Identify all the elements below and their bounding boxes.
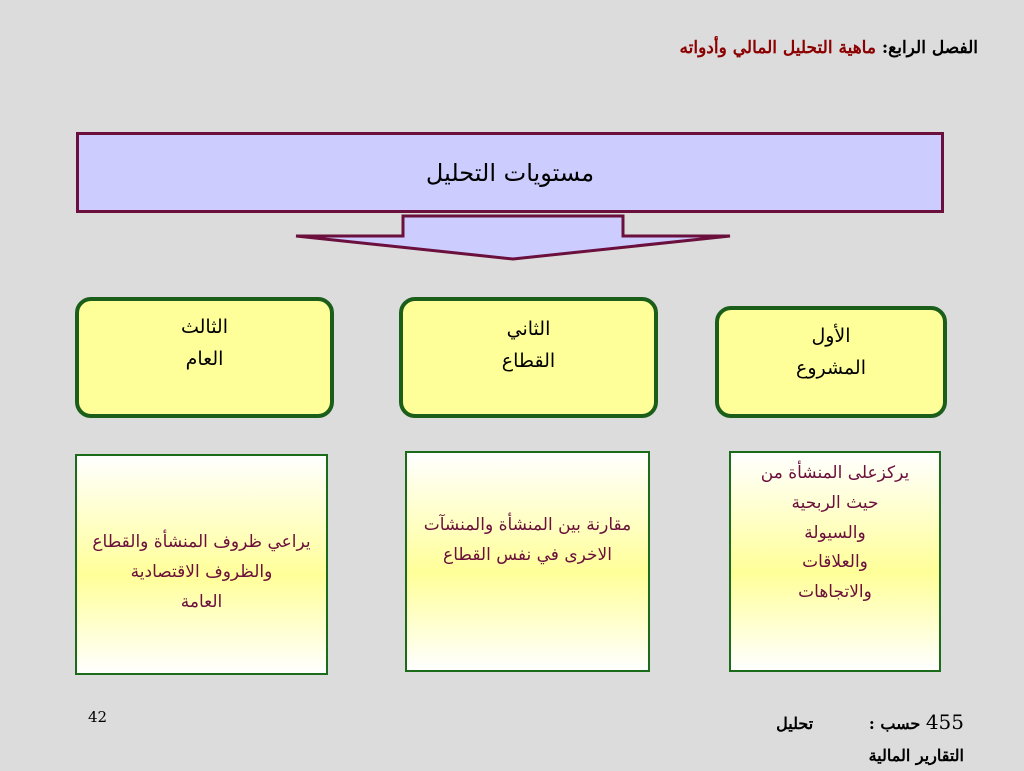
level-name: العام [185, 348, 224, 371]
analysis-levels-banner: مستويات التحليل [76, 132, 944, 213]
description-line: مقارنة بين المنشأة والمنشآت [423, 515, 632, 535]
banner-title: مستويات التحليل [425, 158, 595, 187]
course-line: 455 حسب : تحليل [664, 703, 964, 741]
page-number: 42 [88, 708, 108, 726]
description-line: يراعي ظروف المنشأة والقطاع [92, 532, 311, 552]
description-box-project: يركزعلى المنشأة من حيث الربحية والسيولة … [729, 451, 941, 672]
level-name: المشروع [796, 357, 866, 380]
description-line: العامة [180, 591, 223, 612]
level-ordinal: الثالث [180, 316, 229, 338]
course-name-2: التقارير المالية [868, 746, 964, 765]
level-ordinal: الثاني [506, 318, 551, 340]
description-box-general: يراعي ظروف المنشأة والقطاع والظروف الاقت… [75, 454, 328, 675]
level-box-sector: الثاني القطاع [399, 297, 658, 418]
down-arrow-shape [295, 214, 731, 261]
chapter-label: الفصل الرابع: [881, 38, 978, 58]
course-code: 455 [925, 710, 964, 734]
course-name-1: تحليل [776, 714, 814, 733]
level-ordinal: الأول [811, 325, 851, 347]
chapter-subject: ماهية التحليل المالي وأدواته [679, 38, 876, 58]
course-prefix: حسب : [868, 714, 921, 733]
description-box-sector: مقارنة بين المنشأة والمنشآت الاخرى في نف… [405, 451, 650, 672]
description-line: الاخرى في نفس القطاع [443, 544, 612, 565]
level-box-project: الأول المشروع [715, 306, 947, 418]
slide-header: الفصل الرابع: ماهية التحليل المالي وأدوا… [378, 38, 978, 58]
description-line: والعلاقات [802, 552, 868, 573]
description-line: والاتجاهات [798, 582, 872, 602]
description-line: يركزعلى المنشأة من [760, 463, 910, 483]
level-box-general: الثالث العام [75, 297, 334, 418]
description-line: والظروف الاقتصادية [130, 561, 273, 582]
description-line: حيث الربحية [791, 492, 879, 513]
level-name: القطاع [501, 350, 556, 373]
slide-footer: 455 حسب : تحليل التقارير المالية [664, 703, 964, 771]
description-line: والسيولة [804, 522, 866, 543]
